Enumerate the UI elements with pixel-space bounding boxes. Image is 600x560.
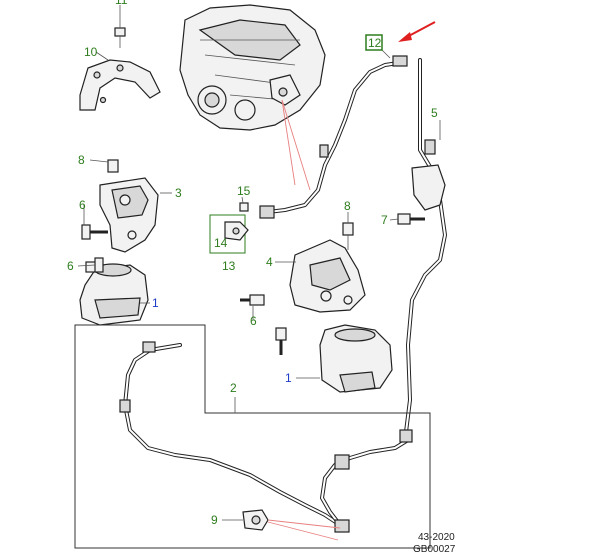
engine-illustration <box>179 4 326 131</box>
part-9-leader-line-1 <box>267 519 341 529</box>
callout-12: 12 <box>368 36 382 50</box>
part-8-bolt-right <box>342 222 354 250</box>
callout-13: 13 <box>222 259 236 273</box>
part-6-bolt-lower <box>275 327 287 355</box>
callout-14: 14 <box>214 236 228 250</box>
part-14-fitting <box>224 221 249 241</box>
part-3-mount-bracket <box>99 159 159 253</box>
callout-1-center: 1 <box>285 371 292 385</box>
callout-leader-lines <box>77 49 441 521</box>
callout-6-center: 6 <box>250 314 257 328</box>
engine-leader-line-2 <box>281 99 311 191</box>
part-11-bolt <box>114 5 126 48</box>
callout-6-left-top: 6 <box>79 198 86 212</box>
callout-12-box <box>365 34 383 51</box>
part-1-engine-mount-left <box>79 261 149 326</box>
callout-8-left: 8 <box>78 153 85 167</box>
reference-code-line-1: 43-2020 <box>418 532 455 543</box>
part-2-boundary <box>74 324 431 549</box>
part-6-bolt-center <box>240 294 265 306</box>
part-5-bracket <box>403 58 447 442</box>
callout-5: 5 <box>431 106 438 120</box>
part-6-bolt-left-b <box>94 257 104 273</box>
part-1-engine-mount-center <box>319 324 393 393</box>
part-10-heat-shield <box>79 59 161 111</box>
highlight-arrow <box>398 21 436 42</box>
part-2-hose-assembly <box>119 341 413 533</box>
engine-leader-line-1 <box>281 99 296 186</box>
part-4-mount-bracket <box>289 239 366 313</box>
part-7-bolt <box>397 213 425 225</box>
part-9-leader-line-2 <box>267 521 339 541</box>
callout-1-left: 1 <box>152 296 159 310</box>
callout-11: 11 <box>115 0 128 7</box>
part-15-clip <box>239 202 249 212</box>
callout-2: 2 <box>230 381 237 395</box>
callout-7: 7 <box>381 213 388 227</box>
callout-4: 4 <box>266 255 273 269</box>
callout-6-left-bottom: 6 <box>67 259 74 273</box>
reference-code-line-2: GB00027 <box>413 544 456 555</box>
part-6-bolt-left-a <box>81 224 108 240</box>
callout-15: 15 <box>237 184 251 198</box>
callout-8-right: 8 <box>344 199 351 213</box>
part-12-hose-assembly <box>259 55 408 219</box>
callout-9: 9 <box>211 513 218 527</box>
callout-10: 10 <box>84 45 98 59</box>
part-9-sensor <box>242 509 269 531</box>
callout-3: 3 <box>175 186 182 200</box>
